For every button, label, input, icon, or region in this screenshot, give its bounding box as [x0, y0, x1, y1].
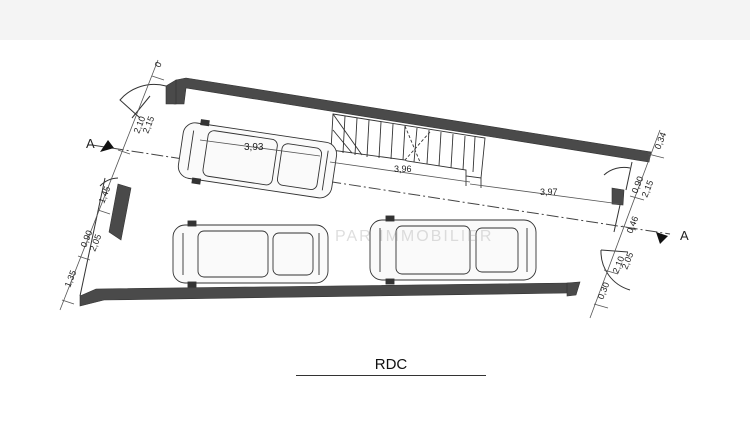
wall-left-upper — [165, 79, 177, 105]
dim-left-wall: 1,45 — [97, 185, 113, 205]
section-marker-left: A — [86, 136, 114, 152]
watermark: PAR IMMOBILIER — [335, 228, 494, 245]
wall-right-bottom — [566, 281, 581, 297]
stair-outline — [330, 113, 486, 179]
dim-axis-mid: 3,96 — [394, 164, 412, 174]
dim-right-top: 0,34 — [653, 131, 669, 151]
car-bottom-right — [369, 215, 537, 285]
thin-wall-lines — [79, 161, 633, 297]
car-top-body — [177, 122, 338, 199]
dim-axis-right: 3,97 — [540, 187, 558, 197]
car-bottom-right-body — [369, 219, 537, 281]
background-band-top — [0, 0, 750, 40]
plan-title: RDC — [374, 356, 408, 373]
doors — [99, 83, 631, 291]
wall-right-upper-line — [625, 161, 633, 191]
section-marker-right: A — [656, 228, 689, 244]
section-axis-line — [91, 144, 671, 235]
staircase — [330, 113, 486, 188]
section-label-left: A — [86, 136, 95, 151]
background-band-bottom — [0, 340, 750, 420]
wall-right-mid-line — [613, 204, 621, 233]
dim-car-length: 3,93 — [244, 142, 264, 153]
wall-left-lower-line — [79, 177, 106, 297]
dimension-lines — [59, 59, 665, 319]
car-bottom-left — [172, 220, 329, 288]
wall-right-window — [611, 187, 625, 206]
dim-right-door-b: 2,05 — [620, 251, 636, 271]
wall-bottom — [79, 282, 570, 307]
dim-right-bottom: 0,30 — [596, 281, 612, 301]
dimension-labels: 0 2,10 2,15 1,45 0,90 2,05 1,35 3,93 3,9… — [63, 60, 669, 300]
door-bottom-right-arc — [600, 249, 631, 291]
door-bottom-right-leaf — [600, 249, 629, 253]
window-left-arc — [99, 177, 119, 187]
section-label-right: A — [680, 228, 689, 243]
door-top-left — [119, 83, 167, 119]
wall-left-window — [108, 183, 132, 241]
door-top-left-leaf — [131, 95, 151, 119]
walls — [79, 77, 652, 307]
car-bottom-left-body — [172, 224, 329, 284]
plan-title-underline — [296, 375, 486, 376]
car-top — [177, 119, 338, 199]
dim-top-left-small: 0 — [153, 60, 164, 68]
window-right-arc — [603, 166, 631, 176]
dim-left-bottom: 1,35 — [63, 269, 79, 289]
